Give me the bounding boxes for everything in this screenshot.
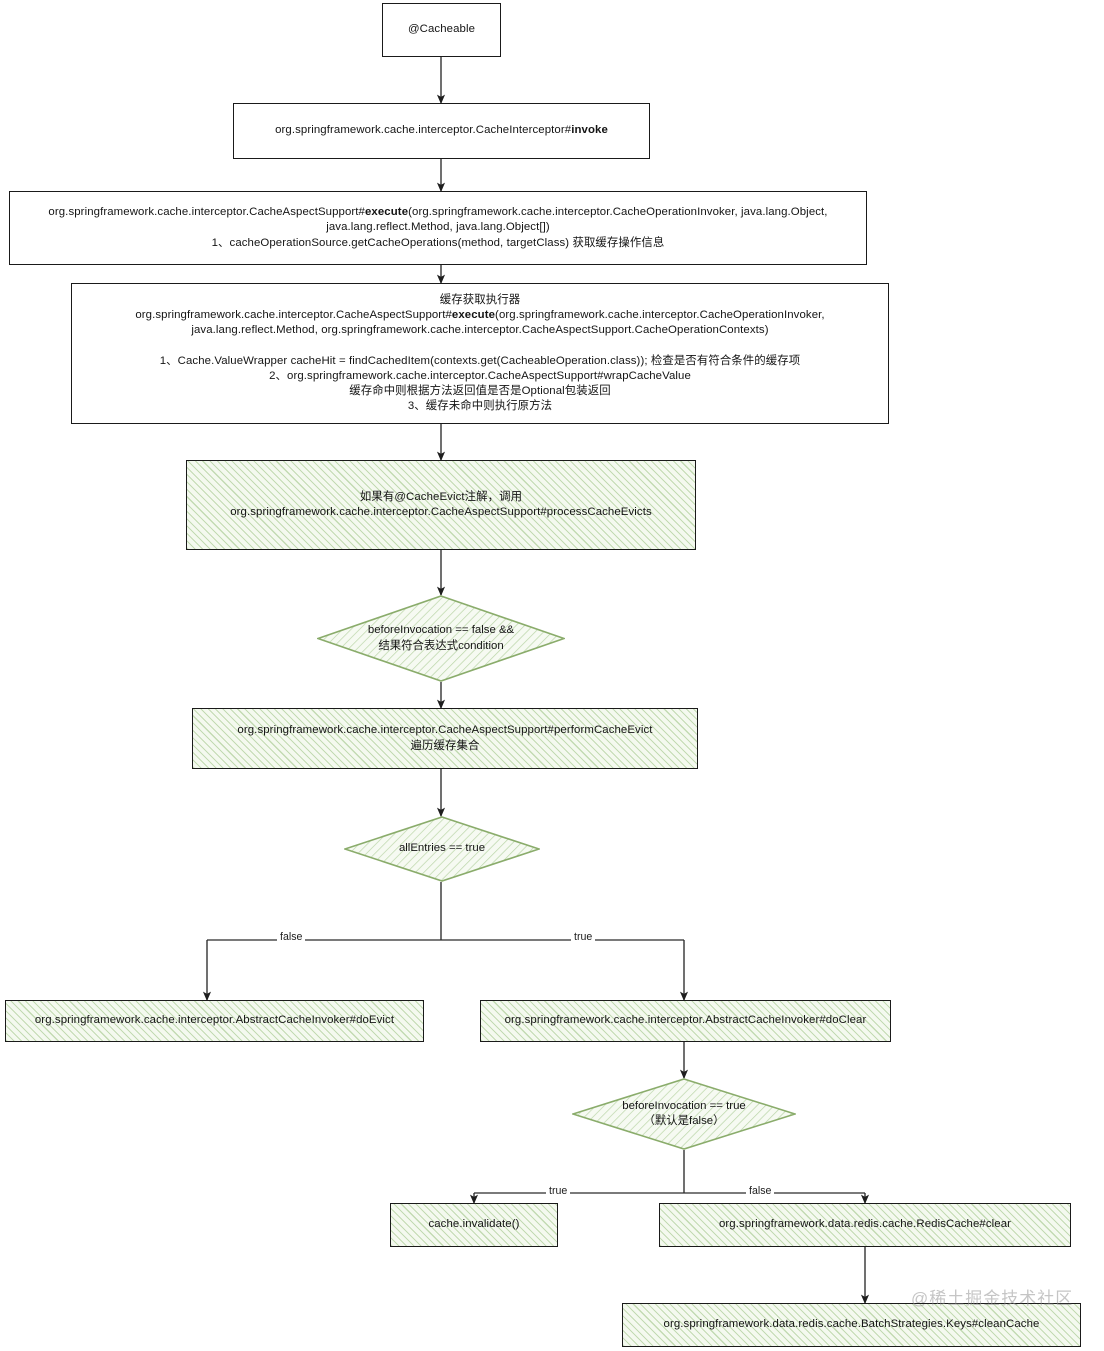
node-cache-aspect-support-execute[interactable]: org.springframework.cache.interceptor.Ca…	[9, 191, 867, 265]
executor-line2-bold: execute	[451, 309, 496, 322]
node-redis-cache-clear-label: org.springframework.data.redis.cache.Red…	[718, 1218, 1012, 1231]
node-decision-before-invocation-true-label: beforeInvocation == true （默认是false）	[622, 1099, 746, 1127]
node-do-evict[interactable]: org.springframework.cache.interceptor.Ab…	[5, 1000, 424, 1042]
executor-line2-prefix: org.springframework.cache.interceptor.Ca…	[135, 309, 452, 322]
executor-line5: 2、org.springframework.cache.interceptor.…	[269, 369, 691, 382]
node-perform-cache-evict-label: org.springframework.cache.interceptor.Ca…	[237, 724, 653, 752]
invoke-bold: invoke	[571, 124, 608, 137]
execute-line1-suffix: (org.springframework.cache.interceptor.C…	[408, 206, 828, 219]
node-redis-cache-clear[interactable]: org.springframework.data.redis.cache.Red…	[659, 1203, 1071, 1247]
executor-line2-suffix: (org.springframework.cache.interceptor.C…	[495, 309, 825, 322]
node-process-cache-evicts-label: 如果有@CacheEvict注解，调用 org.springframework.…	[230, 490, 652, 518]
node-cache-invalidate[interactable]: cache.invalidate()	[390, 1203, 558, 1247]
node-cacheable[interactable]: @Cacheable	[382, 3, 501, 57]
node-decision-all-entries-label: allEntries == true	[398, 842, 486, 855]
execute-line2: java.lang.reflect.Method, java.lang.Obje…	[326, 221, 550, 234]
execute-line1-prefix: org.springframework.cache.interceptor.Ca…	[48, 206, 365, 219]
node-execute-label: org.springframework.cache.interceptor.Ca…	[42, 205, 833, 250]
invoke-prefix: org.springframework.cache.interceptor.Ca…	[275, 124, 572, 137]
node-process-cache-evicts[interactable]: 如果有@CacheEvict注解，调用 org.springframework.…	[186, 460, 696, 550]
node-perform-cache-evict[interactable]: org.springframework.cache.interceptor.Ca…	[192, 708, 698, 769]
node-cache-executor[interactable]: 缓存获取执行器 org.springframework.cache.interce…	[71, 283, 889, 424]
executor-line1: 缓存获取执行器	[439, 294, 521, 307]
edge-label-before-invocation-true: true	[546, 1185, 571, 1197]
diamond-shape-3	[572, 1078, 796, 1150]
node-batch-strategies-clean-cache[interactable]: org.springframework.data.redis.cache.Bat…	[622, 1303, 1081, 1347]
diamond-shape-2	[344, 816, 540, 882]
executor-line6: 缓存命中则根据方法返回值是否是Optional包装返回	[349, 384, 611, 397]
node-cache-executor-label: 缓存获取执行器 org.springframework.cache.interce…	[129, 293, 830, 413]
node-decision-before-invocation-true[interactable]: beforeInvocation == true （默认是false）	[572, 1078, 796, 1150]
execute-line3: 1、cacheOperationSource.getCacheOperation…	[211, 236, 665, 249]
node-cacheable-label: @Cacheable	[407, 23, 476, 36]
node-do-clear-label: org.springframework.cache.interceptor.Ab…	[504, 1014, 867, 1027]
edge-label-all-entries-false: false	[277, 931, 306, 943]
execute-line1-bold: execute	[365, 206, 409, 219]
diamond-shape-1	[317, 595, 565, 682]
node-decision-before-invocation-false-label: beforeInvocation == false && 结果符合表达式cond…	[367, 624, 515, 652]
node-do-clear[interactable]: org.springframework.cache.interceptor.Ab…	[480, 1000, 891, 1042]
executor-line3: java.lang.reflect.Method, org.springfram…	[191, 324, 769, 337]
node-batch-strategies-clean-cache-label: org.springframework.data.redis.cache.Bat…	[663, 1318, 1040, 1331]
executor-line7: 3、缓存未命中则执行原方法	[407, 399, 553, 412]
node-cache-interceptor-invoke-label: org.springframework.cache.interceptor.Ca…	[269, 123, 614, 138]
watermark: @稀土掘金技术社区	[911, 1289, 1074, 1308]
node-decision-before-invocation-false[interactable]: beforeInvocation == false && 结果符合表达式cond…	[317, 595, 565, 682]
node-do-evict-label: org.springframework.cache.interceptor.Ab…	[34, 1014, 395, 1027]
node-cache-invalidate-label: cache.invalidate()	[428, 1218, 520, 1231]
node-decision-all-entries[interactable]: allEntries == true	[344, 816, 540, 882]
node-cache-interceptor-invoke[interactable]: org.springframework.cache.interceptor.Ca…	[233, 103, 650, 159]
executor-line4: 1、Cache.ValueWrapper cacheHit = findCach…	[159, 354, 801, 367]
edge-label-all-entries-true: true	[571, 931, 596, 943]
edge-label-before-invocation-false: false	[746, 1185, 775, 1197]
